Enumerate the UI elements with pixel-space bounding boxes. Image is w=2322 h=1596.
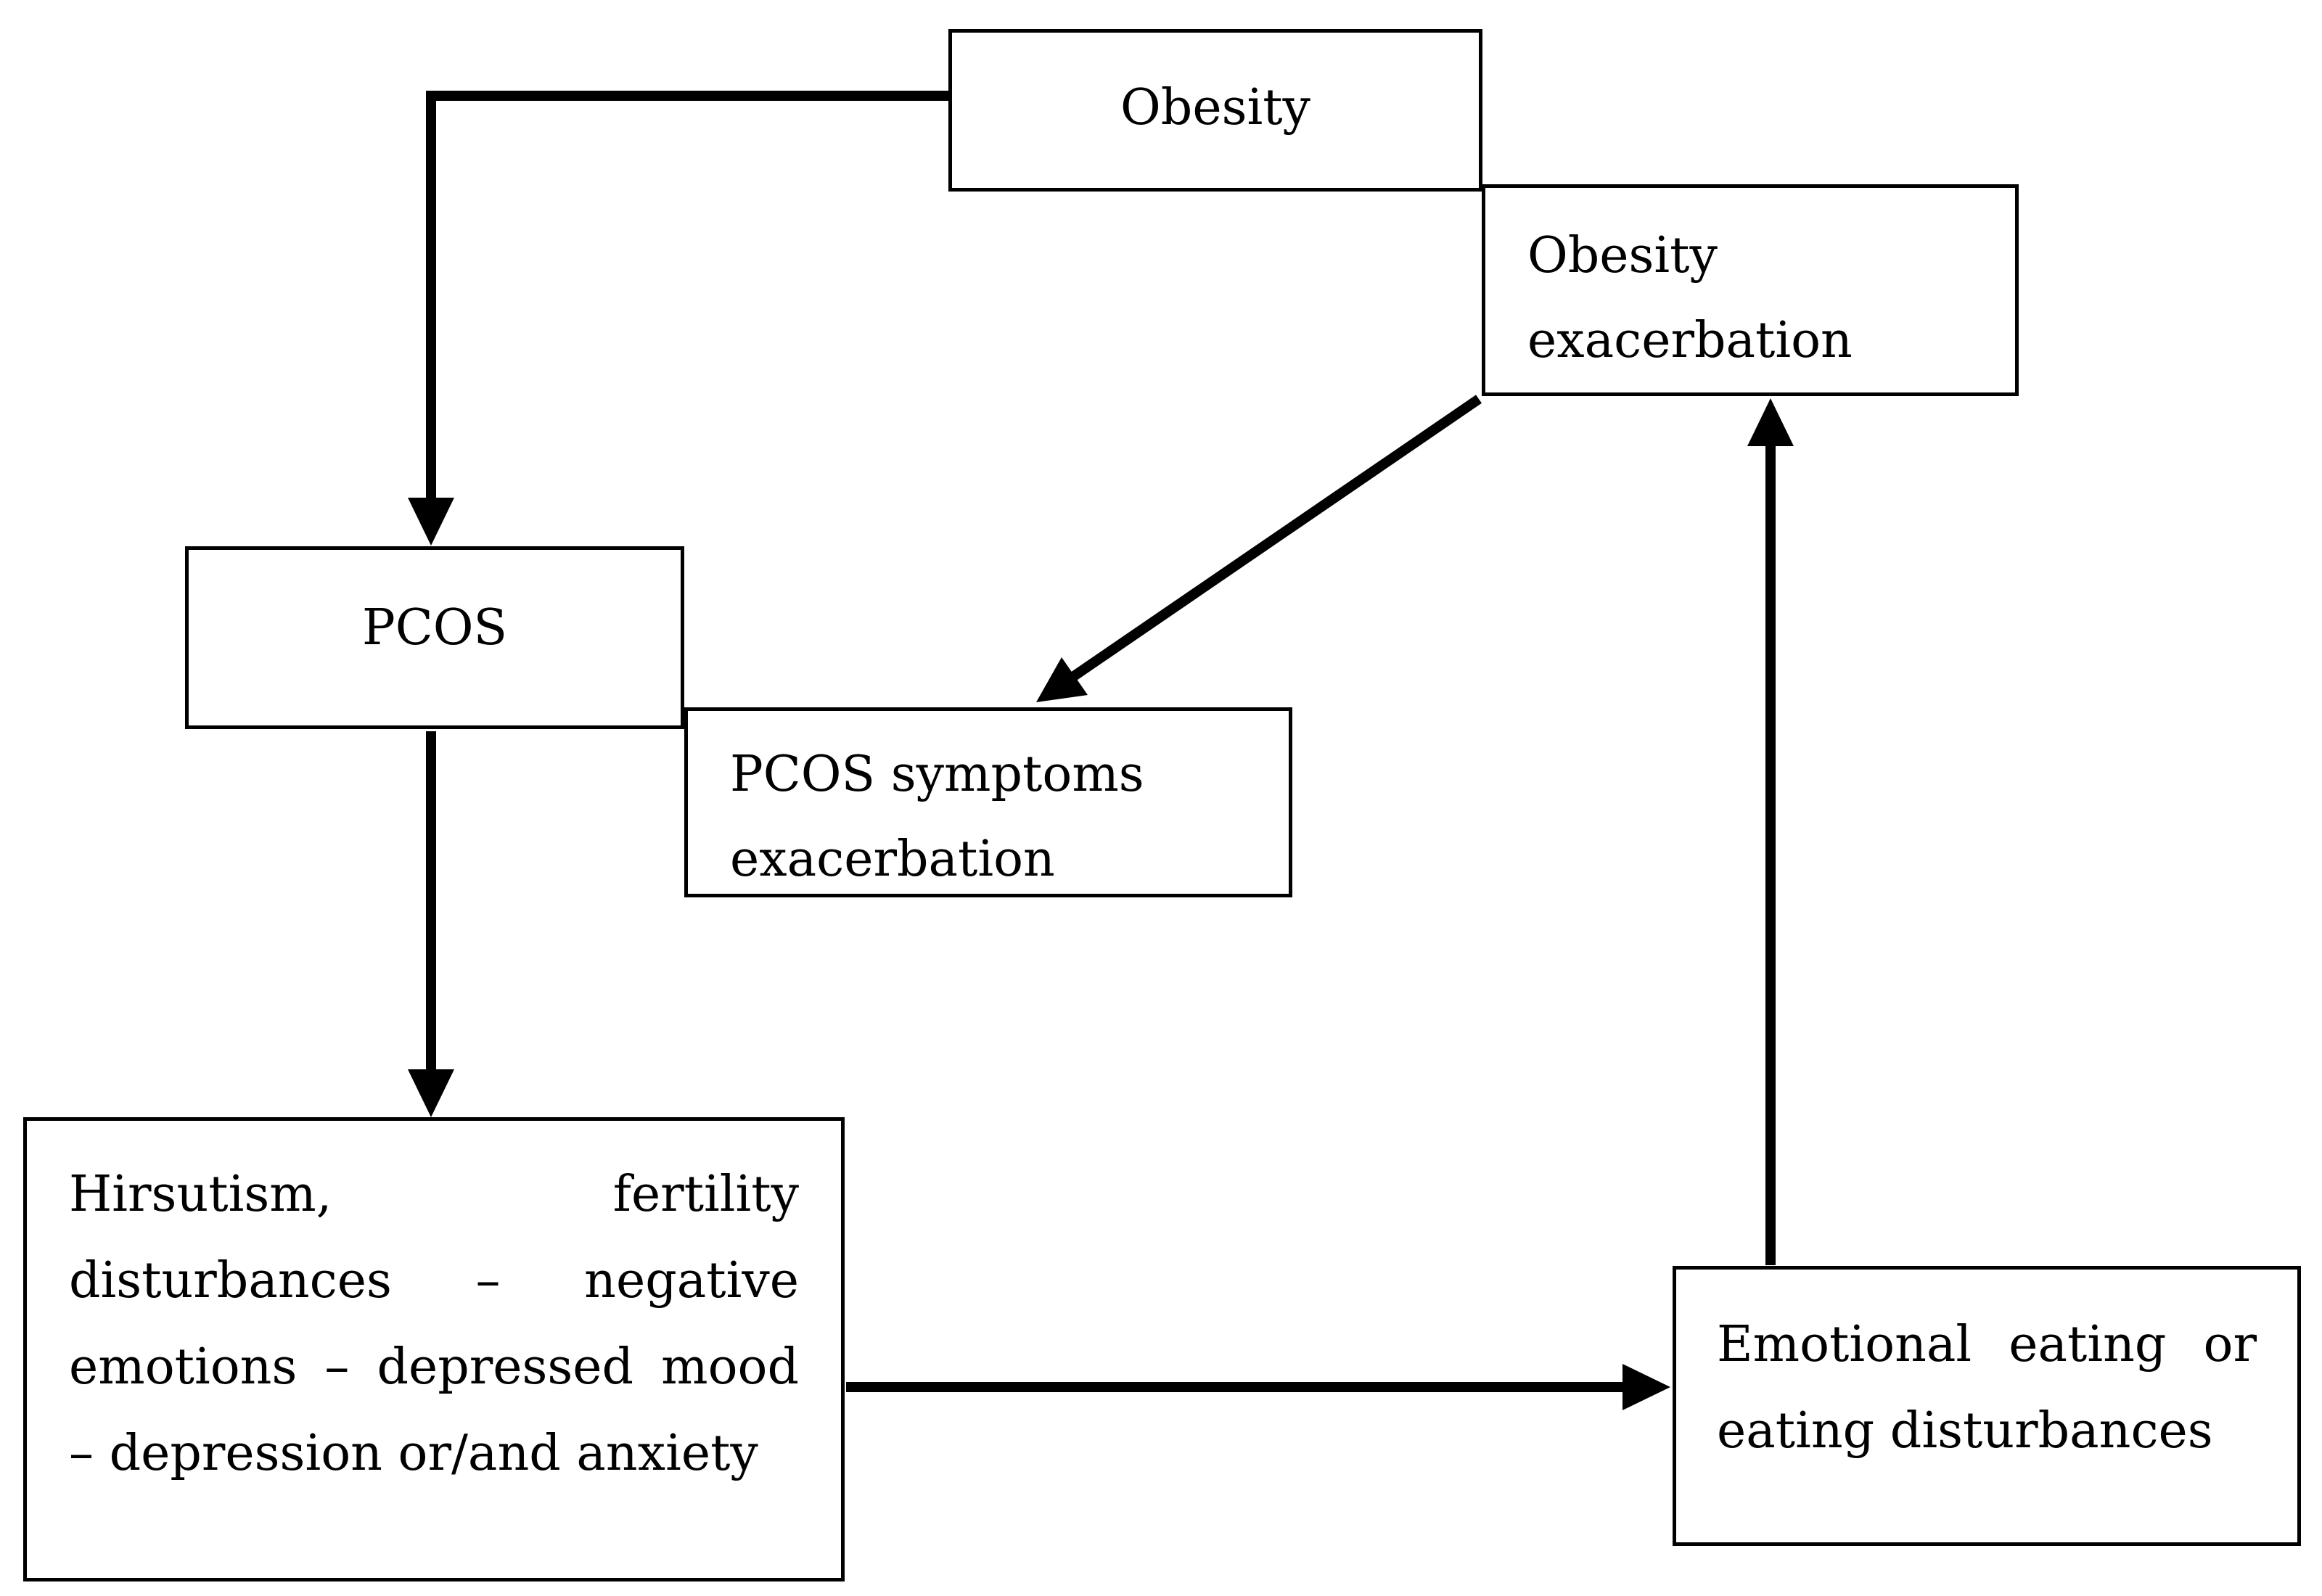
emotional-eating-box: Emotional eating or eating disturbances (1673, 1266, 2301, 1546)
hirsutism-symptoms-box: Hirsutism, fertility disturbances – nega… (23, 1117, 845, 1581)
hirsutism-line-4: – depression or/and anxiety (69, 1425, 758, 1482)
emotional-eating-line-1: Emotional eating or (1717, 1316, 2257, 1373)
obesity-box: Obesity (948, 29, 1482, 192)
arrow-emotional-eating-to-obesity-exacerbation (1747, 398, 1794, 1265)
arrow-hirsutism-to-emotional-eating (846, 1364, 1670, 1410)
hirsutism-line-1: Hirsutism, fertility (69, 1166, 799, 1223)
obesity-exacerbation-box: Obesity exacerbation (1482, 184, 2019, 396)
emotional-eating-line-2: eating disturbances (1717, 1402, 2213, 1460)
hirsutism-line-2: disturbances – negative (69, 1252, 799, 1309)
obesity-label: Obesity (1120, 79, 1310, 136)
arrow-obesity-exacerbation-to-pcos-symptoms (1036, 395, 1482, 702)
obesity-exacerbation-line-1: Obesity (1527, 227, 1718, 284)
pcos-label: PCOS (361, 599, 508, 657)
pcos-symptoms-line-1: PCOS symptoms (730, 746, 1144, 803)
obesity-exacerbation-line-2: exacerbation (1527, 311, 1853, 369)
arrow-obesity-to-pcos (408, 91, 950, 546)
arrow-pcos-to-hirsutism (408, 731, 454, 1117)
pcos-symptoms-exacerbation-box: PCOS symptoms exacerbation (684, 707, 1292, 897)
pcos-box: PCOS (185, 546, 684, 729)
hirsutism-line-3: emotions – depressed mood (69, 1338, 799, 1396)
pcos-symptoms-line-2: exacerbation (730, 830, 1055, 888)
